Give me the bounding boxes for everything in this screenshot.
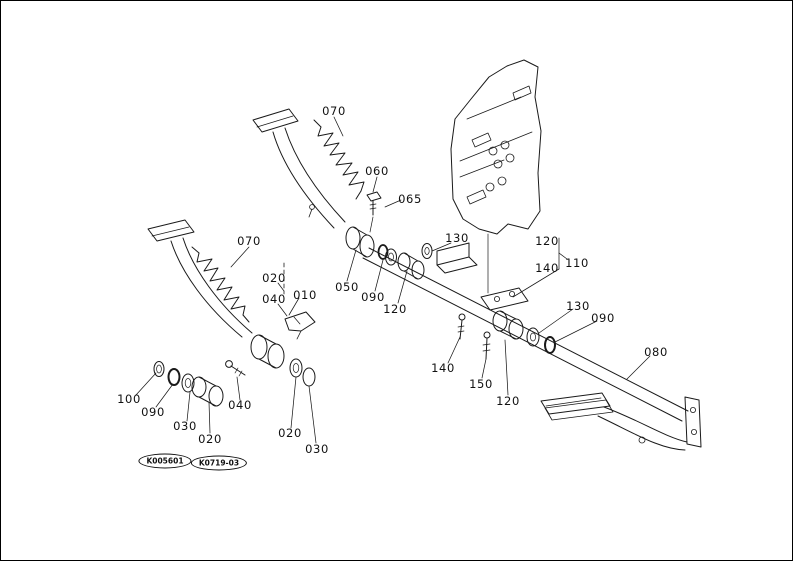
collar-030 xyxy=(181,373,195,393)
pivot-boss xyxy=(250,334,268,360)
brake-pedal xyxy=(252,108,346,229)
bolt-060 xyxy=(366,191,382,233)
clevis-bracket xyxy=(284,311,316,340)
bolt-040-head xyxy=(225,360,233,368)
center-bushings xyxy=(345,226,433,280)
leader-lines xyxy=(135,116,651,444)
bushing-020-right xyxy=(289,358,303,378)
transmission-case xyxy=(450,59,542,294)
return-spring-left xyxy=(191,246,250,323)
bolts-140-150 xyxy=(457,313,491,360)
shaft-bushings-right xyxy=(492,310,556,354)
right-pedal-assembly xyxy=(540,392,702,451)
washer-130-right xyxy=(526,327,540,347)
mounting-bracket xyxy=(436,242,529,311)
cross-shaft xyxy=(362,247,689,422)
collar-030-right xyxy=(302,367,316,387)
clutch-pedal xyxy=(147,219,253,338)
washer-090-center xyxy=(377,244,389,260)
washer-130-center xyxy=(421,243,433,259)
left-hub-and-bushings xyxy=(153,334,316,407)
washer-090-right xyxy=(544,336,556,354)
snap-ring-100 xyxy=(153,361,165,377)
return-spring-top xyxy=(313,119,365,200)
washer-090 xyxy=(167,368,181,386)
